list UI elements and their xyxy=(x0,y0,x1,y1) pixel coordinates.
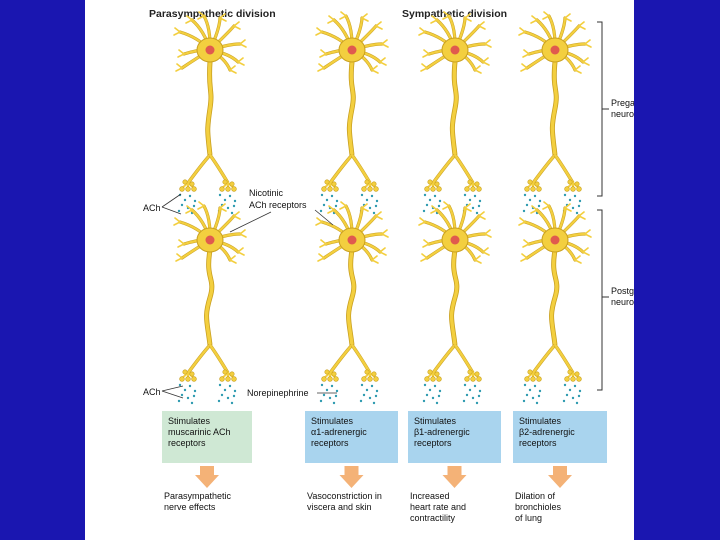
receptor-box-line: Stimulates xyxy=(168,416,211,426)
effect-line: Increased xyxy=(410,491,450,501)
postganglionic-label-line2: neurons xyxy=(611,297,634,307)
slide: Parasympathetic division Sympathetic div… xyxy=(85,0,634,540)
pathway-4: Stimulatesβ2-adrenergicreceptorsDilation… xyxy=(513,411,607,523)
effect-line: contractility xyxy=(410,513,456,523)
nicotinic-callout: Nicotinic ACh receptors xyxy=(230,188,333,232)
sympathetic-header: Sympathetic division xyxy=(402,8,507,20)
preganglionic-label-line2: neurons xyxy=(611,109,634,119)
neuron-group xyxy=(174,12,591,404)
autonomic-neuron-diagram: Parasympathetic division Sympathetic div… xyxy=(85,0,634,540)
neuron-column-4 xyxy=(519,12,591,404)
receptor-box-line: β1-adrenergic xyxy=(414,427,470,437)
ach-lower-label: ACh xyxy=(143,387,161,397)
neuron-column-1 xyxy=(174,12,246,404)
postganglionic-label-line1: Postganglionic xyxy=(611,286,634,296)
neuron-column-2 xyxy=(316,12,388,404)
receptor-box-line: Stimulates xyxy=(414,416,457,426)
pathway-3: Stimulatesβ1-adrenergicreceptorsIncrease… xyxy=(408,411,501,523)
receptor-box-line: receptors xyxy=(414,438,452,448)
receptor-box-line: muscarinic ACh xyxy=(168,427,231,437)
effect-line: of lung xyxy=(515,513,542,523)
ach-upper-callout: ACh xyxy=(143,194,181,214)
nicotinic-label-line1: Nicotinic xyxy=(249,188,284,198)
preganglionic-bracket: Preganglionic neurons xyxy=(597,22,634,196)
receptor-box-line: receptors xyxy=(168,438,206,448)
down-arrow-icon xyxy=(443,466,467,488)
effect-line: viscera and skin xyxy=(307,502,372,512)
receptor-box-line: receptors xyxy=(519,438,557,448)
parasympathetic-header: Parasympathetic division xyxy=(149,8,276,20)
norepinephrine-label: Norepinephrine xyxy=(247,388,309,398)
ach-lower-callout: ACh xyxy=(143,386,183,398)
effect-line: bronchioles xyxy=(515,502,562,512)
effect-line: Vasoconstriction in xyxy=(307,491,382,501)
preganglionic-label-line1: Preganglionic xyxy=(611,98,634,108)
receptor-box-line: receptors xyxy=(311,438,349,448)
nicotinic-label-line2: ACh receptors xyxy=(249,200,307,210)
down-arrow-icon xyxy=(195,466,219,488)
down-arrow-icon xyxy=(340,466,364,488)
postganglionic-bracket: Postganglionic neurons xyxy=(597,210,634,390)
effect-line: nerve effects xyxy=(164,502,216,512)
neuron-column-3 xyxy=(419,12,491,404)
receptor-box-line: α1-adrenergic xyxy=(311,427,367,437)
pathway-2: Stimulatesα1-adrenergicreceptorsVasocons… xyxy=(305,411,398,512)
effect-line: Parasympathetic xyxy=(164,491,232,501)
ach-upper-label: ACh xyxy=(143,203,161,213)
down-arrow-icon xyxy=(548,466,572,488)
receptor-box-line: β2-adrenergic xyxy=(519,427,575,437)
receptor-box-line: Stimulates xyxy=(519,416,562,426)
receptor-box-line: Stimulates xyxy=(311,416,354,426)
effect-line: Dilation of xyxy=(515,491,556,501)
norepinephrine-callout: Norepinephrine xyxy=(247,388,337,398)
effect-line: heart rate and xyxy=(410,502,466,512)
